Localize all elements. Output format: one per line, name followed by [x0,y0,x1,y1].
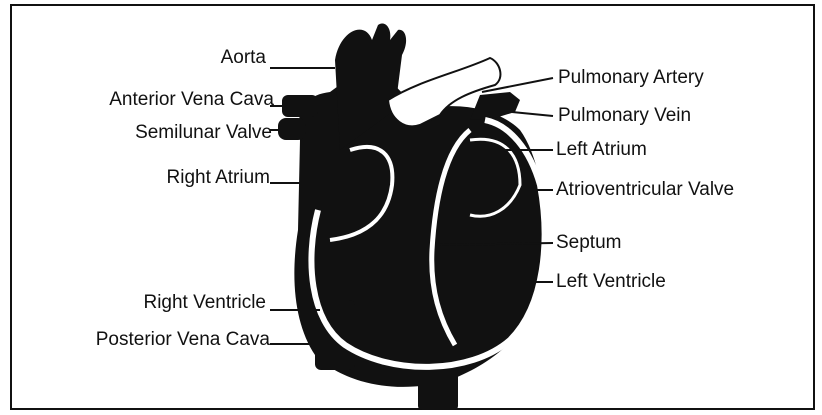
label-left-ventricle: Left Ventricle [556,272,666,291]
label-left-atrium: Left Atrium [556,140,647,159]
label-right-ventricle: Right Ventricle [143,293,266,312]
label-septum: Septum [556,233,621,252]
pulmonary-vein-vessel [470,92,520,120]
label-posterior-vena-cava: Posterior Vena Cava [96,330,270,349]
label-semilunar-valve: Semilunar Valve [135,123,272,142]
label-pulmonary-artery: Pulmonary Artery [558,68,704,87]
label-aorta: Aorta [221,48,266,67]
label-right-atrium: Right Atrium [167,168,270,187]
label-pulmonary-vein: Pulmonary Vein [558,106,691,125]
label-atrioventricular-valve: Atrioventricular Valve [556,180,734,199]
label-anterior-vena-cava: Anterior Vena Cava [109,90,274,109]
